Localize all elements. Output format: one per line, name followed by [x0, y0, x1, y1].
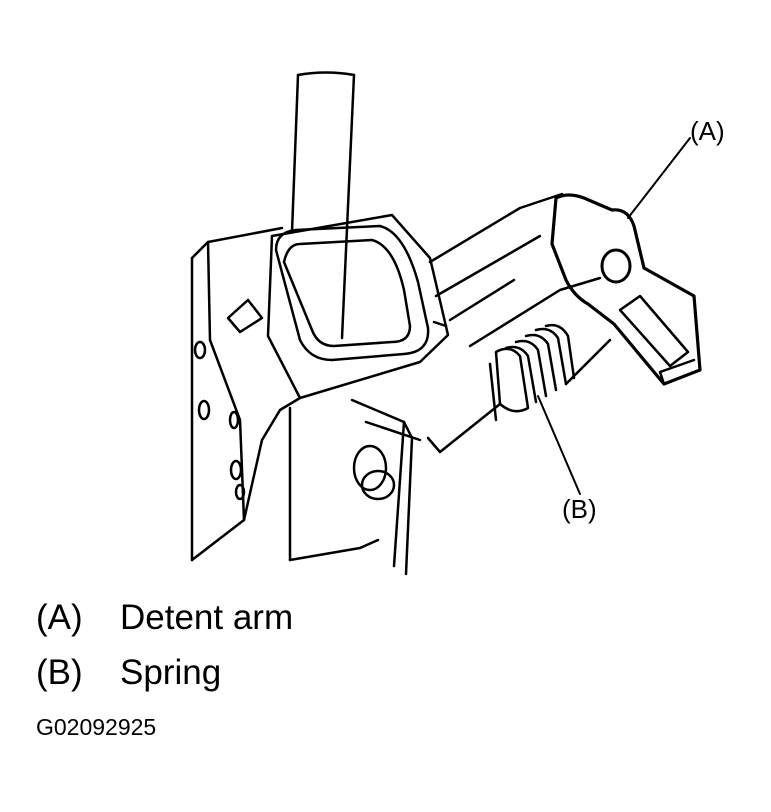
- callout-label-b: (B): [562, 494, 597, 524]
- bracket-body: [190, 226, 380, 562]
- legend-text: Detent arm: [120, 598, 294, 637]
- spring: [426, 323, 612, 454]
- detent-arm: [428, 192, 702, 386]
- top-plate: [266, 213, 450, 400]
- figure-id: G02092925: [36, 714, 157, 740]
- shift-rod: [290, 71, 356, 340]
- legend-key: (A): [36, 598, 83, 637]
- legend-key: (B): [36, 653, 83, 692]
- callout-b-leader: [537, 395, 581, 495]
- lower-plate: [350, 398, 422, 576]
- callout-label-a: (A): [690, 116, 725, 146]
- callout-a-leader: [627, 137, 691, 219]
- detent-mechanism-illustration: [190, 71, 702, 576]
- legend-item-spring: (B) Spring: [36, 655, 221, 690]
- legend-item-detent-arm: (A) Detent arm: [36, 600, 293, 635]
- legend-text: Spring: [120, 653, 222, 692]
